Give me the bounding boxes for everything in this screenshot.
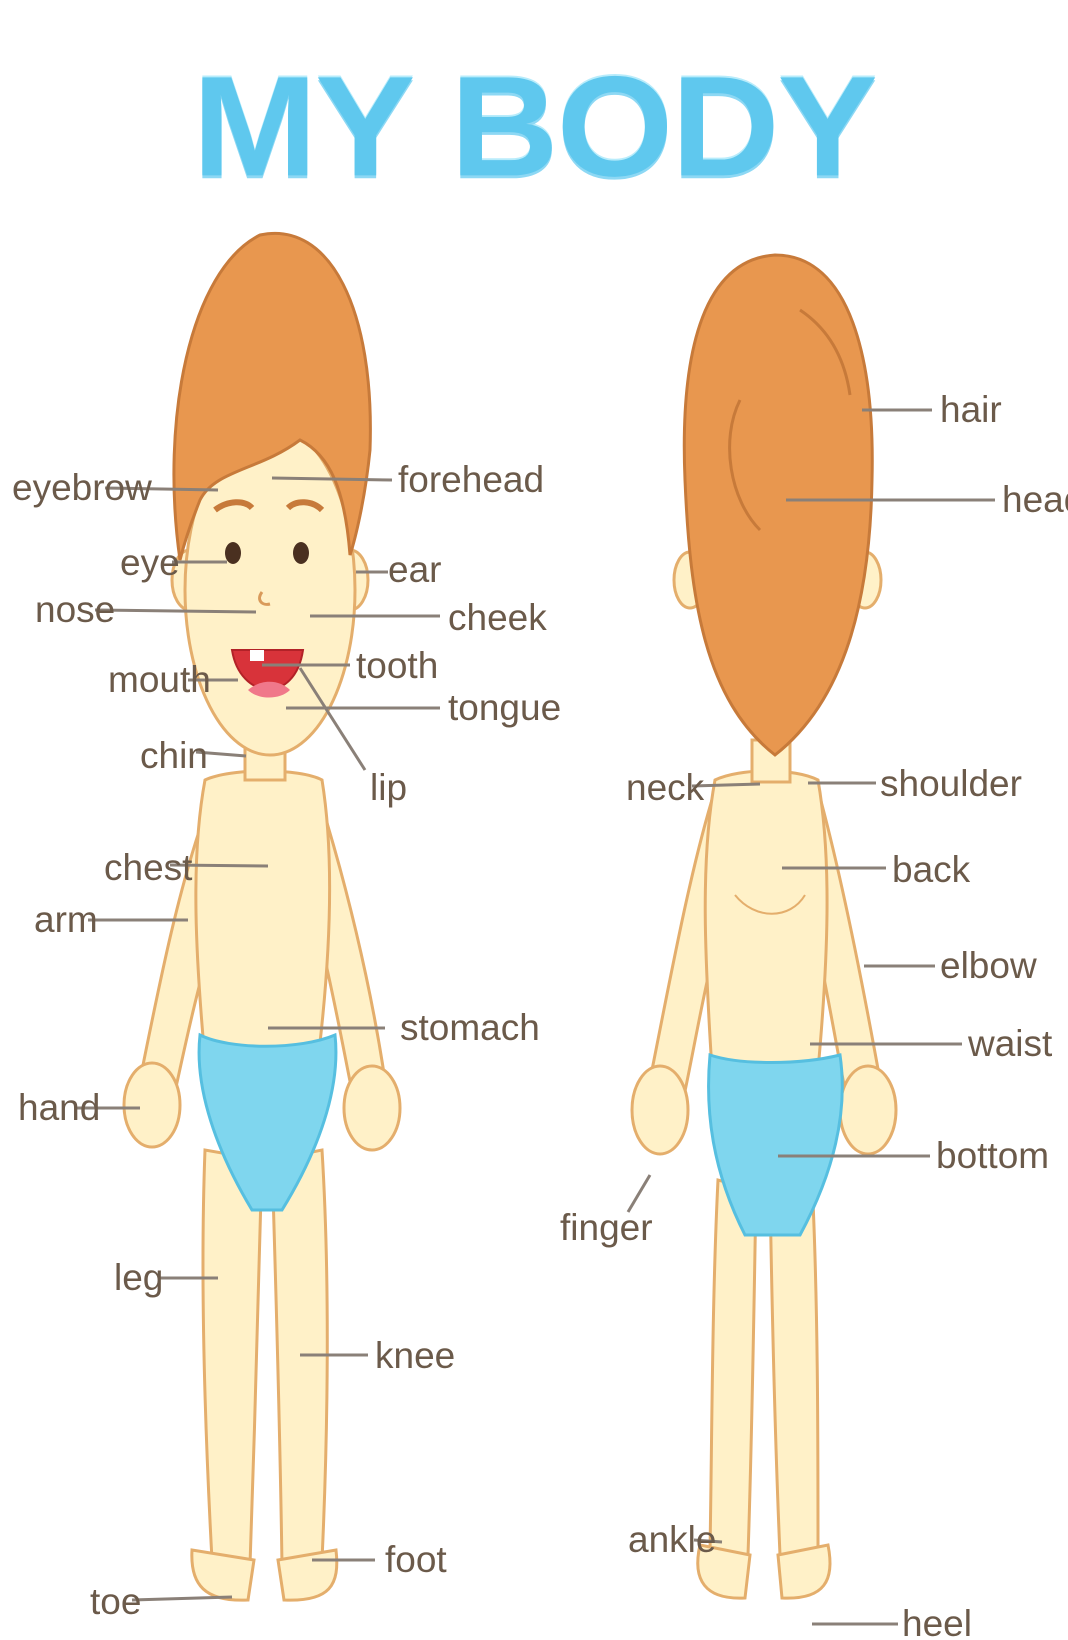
label-toe: toe — [90, 1581, 141, 1622]
label-shoulder: shoulder — [880, 763, 1022, 804]
label-hair: hair — [940, 389, 1002, 430]
toe-leader — [132, 1597, 232, 1600]
front-left-hand — [124, 1063, 180, 1147]
label-eyebrow: eyebrow — [12, 467, 152, 508]
label-tooth: tooth — [356, 645, 438, 686]
label-bottom: bottom — [936, 1135, 1049, 1176]
label-foot: foot — [385, 1539, 447, 1580]
label-chest: chest — [104, 847, 193, 888]
label-ear: ear — [388, 549, 441, 590]
label-waist: waist — [967, 1023, 1053, 1064]
label-knee: knee — [375, 1335, 455, 1376]
label-arm: arm — [34, 899, 98, 940]
label-neck: neck — [626, 767, 705, 808]
label-stomach: stomach — [400, 1007, 540, 1048]
label-hand: hand — [18, 1087, 100, 1128]
label-back: back — [892, 849, 971, 890]
label-cheek: cheek — [448, 597, 547, 638]
label-ankle: ankle — [628, 1519, 716, 1560]
front-right-foot — [278, 1550, 337, 1600]
back-torso — [705, 771, 827, 1070]
front-right-hand — [344, 1066, 400, 1150]
front-tooth — [250, 650, 264, 661]
front-right-eye — [293, 542, 309, 564]
back-left-hand — [632, 1066, 688, 1154]
label-lip: lip — [370, 767, 407, 808]
label-eye: eye — [120, 542, 180, 583]
label-elbow: elbow — [940, 945, 1037, 986]
front-left-eye — [225, 542, 241, 564]
back-figure — [632, 255, 896, 1598]
label-leg: leg — [114, 1257, 163, 1298]
label-finger: finger — [560, 1207, 653, 1248]
label-forehead: forehead — [398, 459, 544, 500]
front-left-foot — [192, 1550, 254, 1600]
front-left-leg — [203, 1150, 262, 1565]
label-chin: chin — [140, 735, 208, 776]
forehead-leader — [272, 478, 392, 480]
label-nose: nose — [35, 589, 115, 630]
label-tongue: tongue — [448, 687, 561, 728]
label-head: head — [1002, 479, 1068, 520]
label-heel: heel — [902, 1603, 972, 1640]
front-torso — [196, 771, 330, 1060]
front-figure — [124, 233, 400, 1600]
back-hair — [684, 255, 872, 755]
label-mouth: mouth — [108, 659, 211, 700]
front-right-leg — [272, 1150, 327, 1565]
back-right-hand — [840, 1066, 896, 1154]
back-right-foot — [778, 1545, 830, 1598]
nose-leader — [95, 610, 256, 612]
